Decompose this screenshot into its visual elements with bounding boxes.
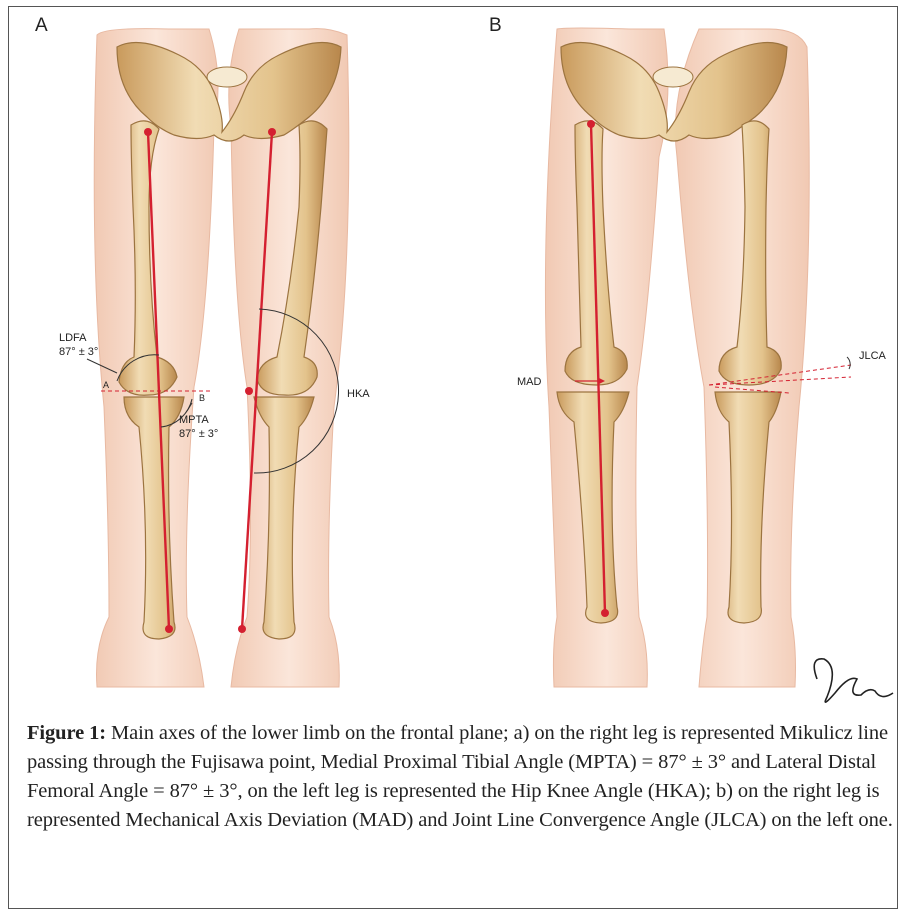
figure: A A B	[8, 6, 898, 909]
panel-a-ldfa-label: LDFA	[59, 332, 87, 344]
artist-signature	[814, 659, 893, 702]
panel-a-mpta-label: MPTA	[179, 414, 209, 426]
panel-b-label: B	[489, 15, 502, 36]
panel-a-hka-label: HKA	[347, 388, 370, 400]
panel-b: B MAD JLCA	[489, 15, 893, 702]
panel-a-line-a-label: A	[103, 380, 109, 390]
figure-caption: Figure 1: Main axes of the lower limb on…	[27, 719, 902, 835]
caption-lead: Figure 1:	[27, 722, 106, 744]
panel-a-label: A	[35, 15, 48, 36]
panel-b-jlca-label: JLCA	[859, 350, 887, 362]
panel-a-line-b-label: B	[199, 393, 205, 403]
panel-b-mad-label: MAD	[517, 376, 542, 388]
panel-a-mpta-value: 87° ± 3°	[179, 428, 218, 440]
panel-a: A A B	[35, 15, 370, 687]
lower-limb-illustration: A A B	[9, 7, 897, 707]
panel-a-ldfa-value: 87° ± 3°	[59, 346, 98, 358]
caption-text: Main axes of the lower limb on the front…	[27, 722, 893, 831]
